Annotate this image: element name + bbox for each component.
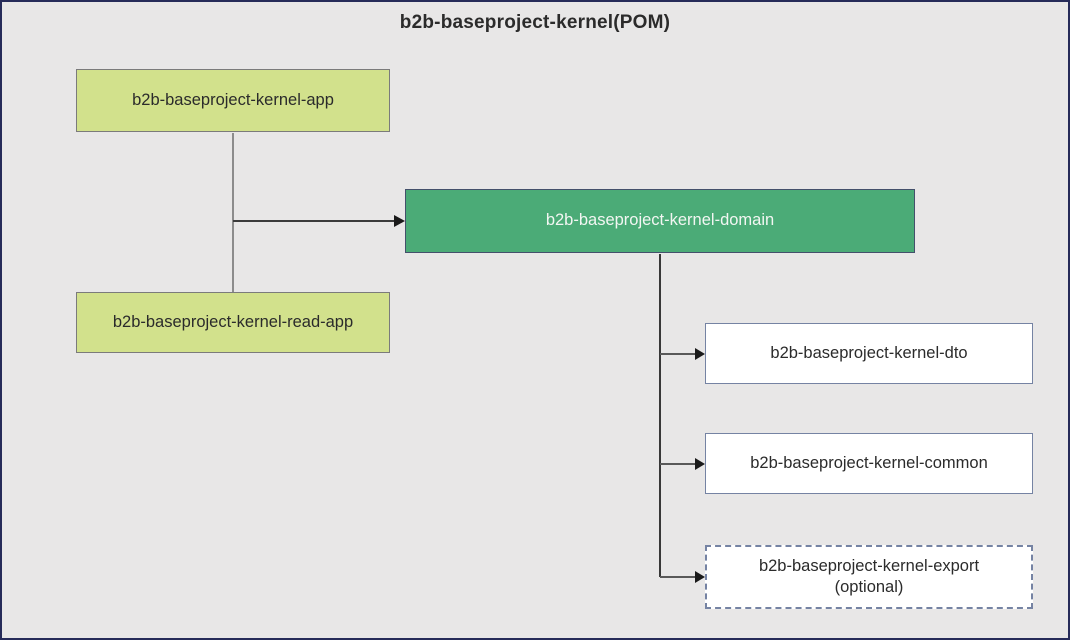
edge-domain-dto-arrowhead <box>695 348 705 360</box>
node-app: b2b-baseproject-kernel-app <box>76 69 390 132</box>
node-read-app: b2b-baseproject-kernel-read-app <box>76 292 390 353</box>
edge-domain-export-arrowhead <box>695 571 705 583</box>
diagram-title: b2b-baseproject-kernel(POM) <box>399 12 671 33</box>
node-dto: b2b-baseproject-kernel-dto <box>705 323 1033 384</box>
node-read-app-label: b2b-baseproject-kernel-read-app <box>112 312 354 331</box>
node-export: b2b-baseproject-kernel-export (optional) <box>705 545 1033 609</box>
node-app-label: b2b-baseproject-kernel-app <box>132 90 334 109</box>
edge-domain-common-arrowhead <box>695 458 705 470</box>
edge-to-domain-arrowhead <box>394 215 405 227</box>
node-export-sublabel: (optional) <box>834 578 904 596</box>
node-domain: b2b-baseproject-kernel-domain <box>405 189 915 253</box>
node-domain-label: b2b-baseproject-kernel-domain <box>545 211 775 230</box>
node-dto-label: b2b-baseproject-kernel-dto <box>770 343 968 362</box>
node-export-label: b2b-baseproject-kernel-export <box>758 556 980 575</box>
node-common: b2b-baseproject-kernel-common <box>705 433 1033 494</box>
node-common-label: b2b-baseproject-kernel-common <box>750 453 988 472</box>
